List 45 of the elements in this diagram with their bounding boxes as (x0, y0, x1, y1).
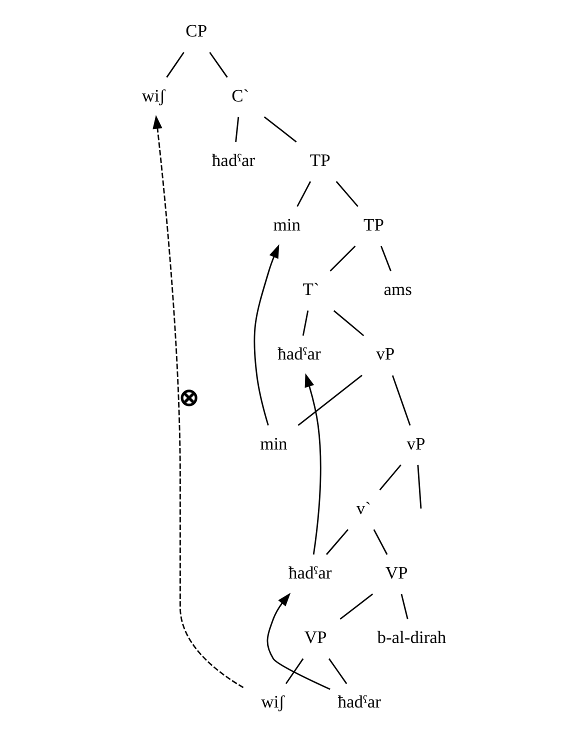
connector (328, 658, 347, 684)
arrow (152, 114, 244, 688)
arrow (304, 373, 321, 555)
connector (297, 374, 362, 426)
connector (372, 529, 388, 555)
arrow (266, 592, 330, 690)
node-text: CP (185, 20, 207, 41)
connector (329, 246, 356, 272)
connector (208, 52, 228, 78)
node-text: min (272, 214, 300, 234)
node-text: wiʃ (141, 85, 165, 106)
node-text: VP (304, 627, 326, 648)
node-text: TP (309, 150, 330, 170)
node-text: ħadˤar (211, 150, 255, 170)
connector (400, 594, 408, 620)
connector (391, 375, 410, 426)
node-text: vP (376, 344, 394, 364)
node-text: C` (231, 85, 249, 106)
connector (335, 181, 358, 207)
connector (234, 116, 239, 142)
node-text: b-al-dirah (376, 627, 446, 648)
node-text: min (260, 433, 287, 454)
connector (380, 246, 391, 272)
connector (378, 464, 401, 490)
connector (302, 310, 308, 336)
node-text: VP (384, 562, 408, 582)
connector (416, 464, 422, 509)
node-text: vP (406, 433, 425, 454)
node-text: ams (383, 279, 412, 299)
connector (296, 181, 311, 207)
connector (339, 594, 373, 620)
node-text: v` (356, 498, 370, 518)
connector (166, 52, 184, 78)
arrow (253, 244, 279, 426)
node-text: TP (363, 214, 384, 234)
node-text: wiʃ (260, 692, 284, 712)
node-text: ħadˤar (288, 562, 332, 582)
node-text: ħadˤar (277, 344, 320, 364)
connector (263, 116, 296, 142)
node-text: T` (302, 279, 319, 299)
connector (332, 310, 364, 336)
edge-label: ⊗ (178, 385, 199, 412)
connector (284, 658, 304, 684)
node-text: ħadˤar (337, 692, 380, 712)
connector (325, 529, 348, 555)
